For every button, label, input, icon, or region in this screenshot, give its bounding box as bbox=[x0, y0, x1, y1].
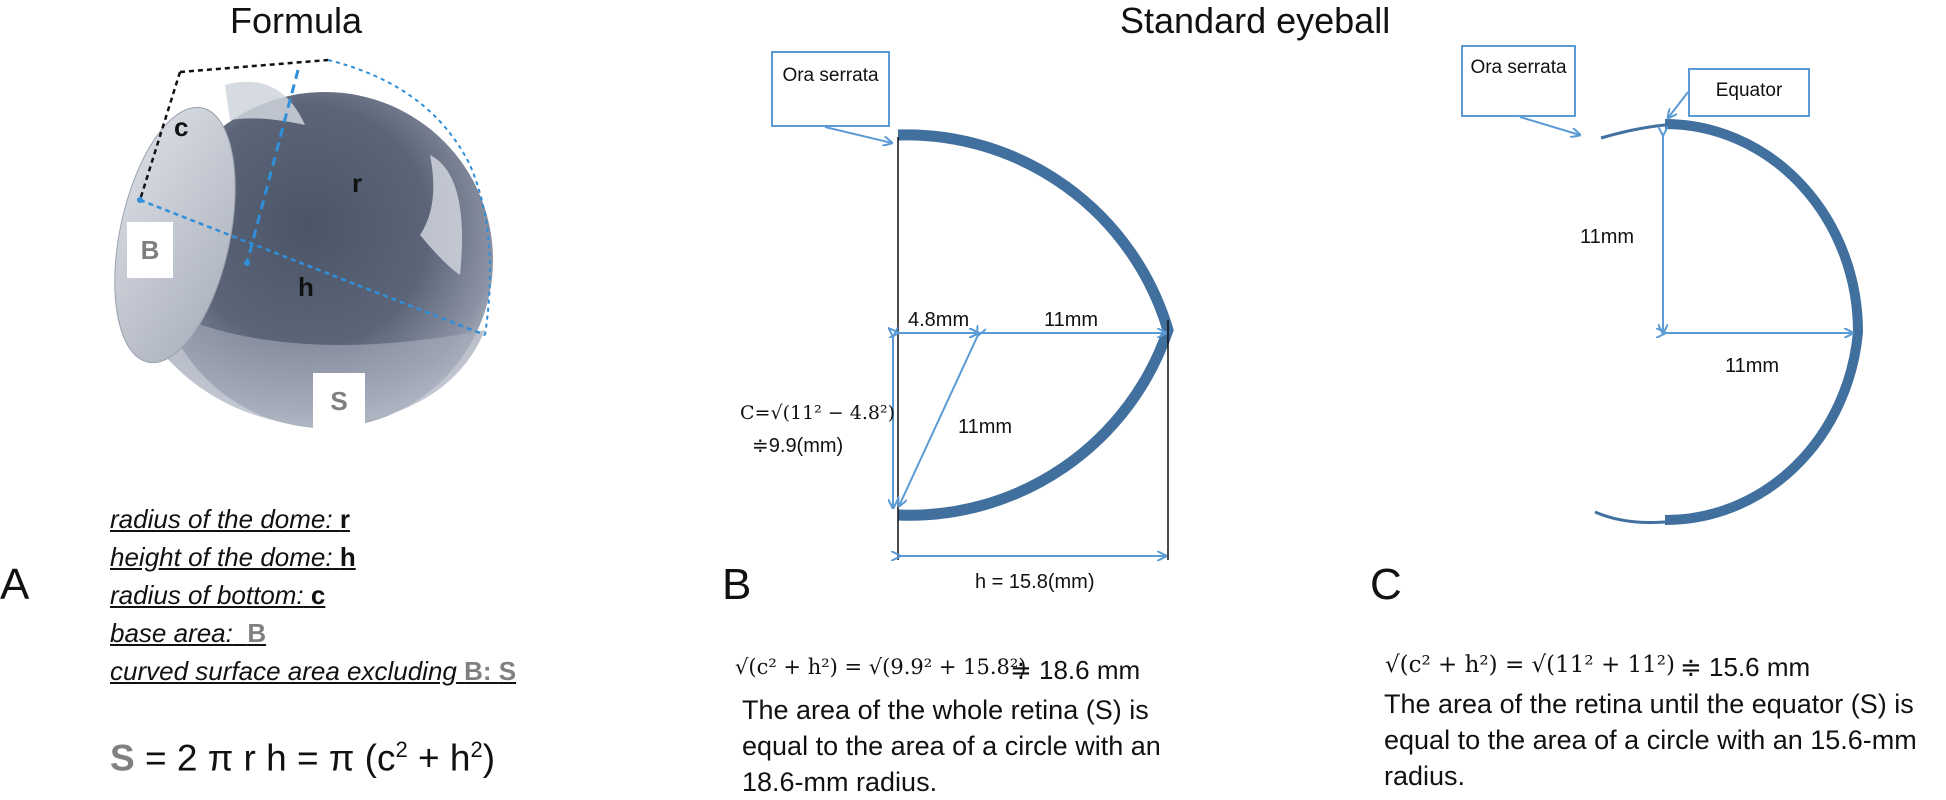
surface-area-formula: S = 2 π r h = π (c2 + h2) bbox=[110, 737, 496, 779]
retina-thin-arc-top bbox=[1600, 123, 1666, 140]
base-ellipse bbox=[114, 106, 236, 364]
dim-11mm-horizontal-b: 11mm bbox=[1044, 309, 1099, 331]
definition-base-area: base area: B bbox=[110, 618, 267, 648]
label-h: h bbox=[298, 272, 314, 302]
definition-radius: radius of the dome: r bbox=[110, 504, 350, 534]
panel-letter-b: B bbox=[722, 560, 752, 609]
equator-callout: Equator bbox=[1688, 68, 1810, 117]
label-c: c bbox=[174, 112, 189, 142]
label-r: r bbox=[352, 168, 363, 198]
dome-illustration bbox=[114, 58, 493, 428]
label-s-box: S bbox=[313, 373, 365, 429]
result-value-c: ≑ 15.6 mm bbox=[1680, 652, 1811, 682]
description-c: The area of the retina until the equator… bbox=[1384, 689, 1917, 791]
dash-h bbox=[139, 198, 486, 337]
standard-eyeball-title: Standard eyeball bbox=[1120, 0, 1391, 41]
panel-letter-c: C bbox=[1370, 560, 1402, 609]
definition-height: height of the dome: h bbox=[110, 542, 356, 572]
dash-arc bbox=[327, 59, 491, 336]
dash-c bbox=[138, 71, 182, 201]
result-equation-c: √(c² + h²) = √(11² + 11²) bbox=[1385, 652, 1675, 678]
description-b: The area of the whole retina (S) is equa… bbox=[742, 695, 1161, 797]
dim-11mm-diagonal-b: 11mm bbox=[958, 416, 1013, 438]
result-equation-b: √(c² + h²) = √(9.9² + 15.8²) bbox=[735, 655, 1027, 679]
ora-serrata-callout-b: Ora serrata bbox=[771, 51, 890, 127]
dim-11mm-horizontal-c: 11mm bbox=[1725, 355, 1780, 377]
dash-top bbox=[179, 58, 329, 74]
retina-thin-arc-bottom bbox=[1594, 510, 1666, 525]
c-equation-line2: ≑9.9(mm) bbox=[752, 435, 844, 457]
ora-serrata-callout-c: Ora serrata bbox=[1461, 45, 1576, 117]
dim-4-8mm: 4.8mm bbox=[908, 309, 970, 331]
definition-bottom-radius: radius of bottom: c bbox=[110, 580, 326, 610]
c-equation-line1: C=√(11² − 4.8²) bbox=[740, 402, 896, 424]
definition-surface-area: curved surface area excluding B: S bbox=[110, 656, 517, 686]
retina-arc-c bbox=[1664, 119, 1864, 526]
dash-r bbox=[245, 69, 300, 264]
label-b-box: B bbox=[127, 222, 173, 278]
result-value-b: ≑ 18.6 mm bbox=[1010, 655, 1141, 685]
definitions-list: radius of the dome: r height of the dome… bbox=[110, 500, 516, 690]
formula-title: Formula bbox=[230, 0, 363, 41]
highlight-right bbox=[420, 155, 462, 275]
panel-letter-a: A bbox=[0, 560, 30, 609]
dim-11mm-vertical-c: 11mm bbox=[1580, 226, 1635, 248]
h-dimension-label: h = 15.8(mm) bbox=[975, 571, 1095, 593]
